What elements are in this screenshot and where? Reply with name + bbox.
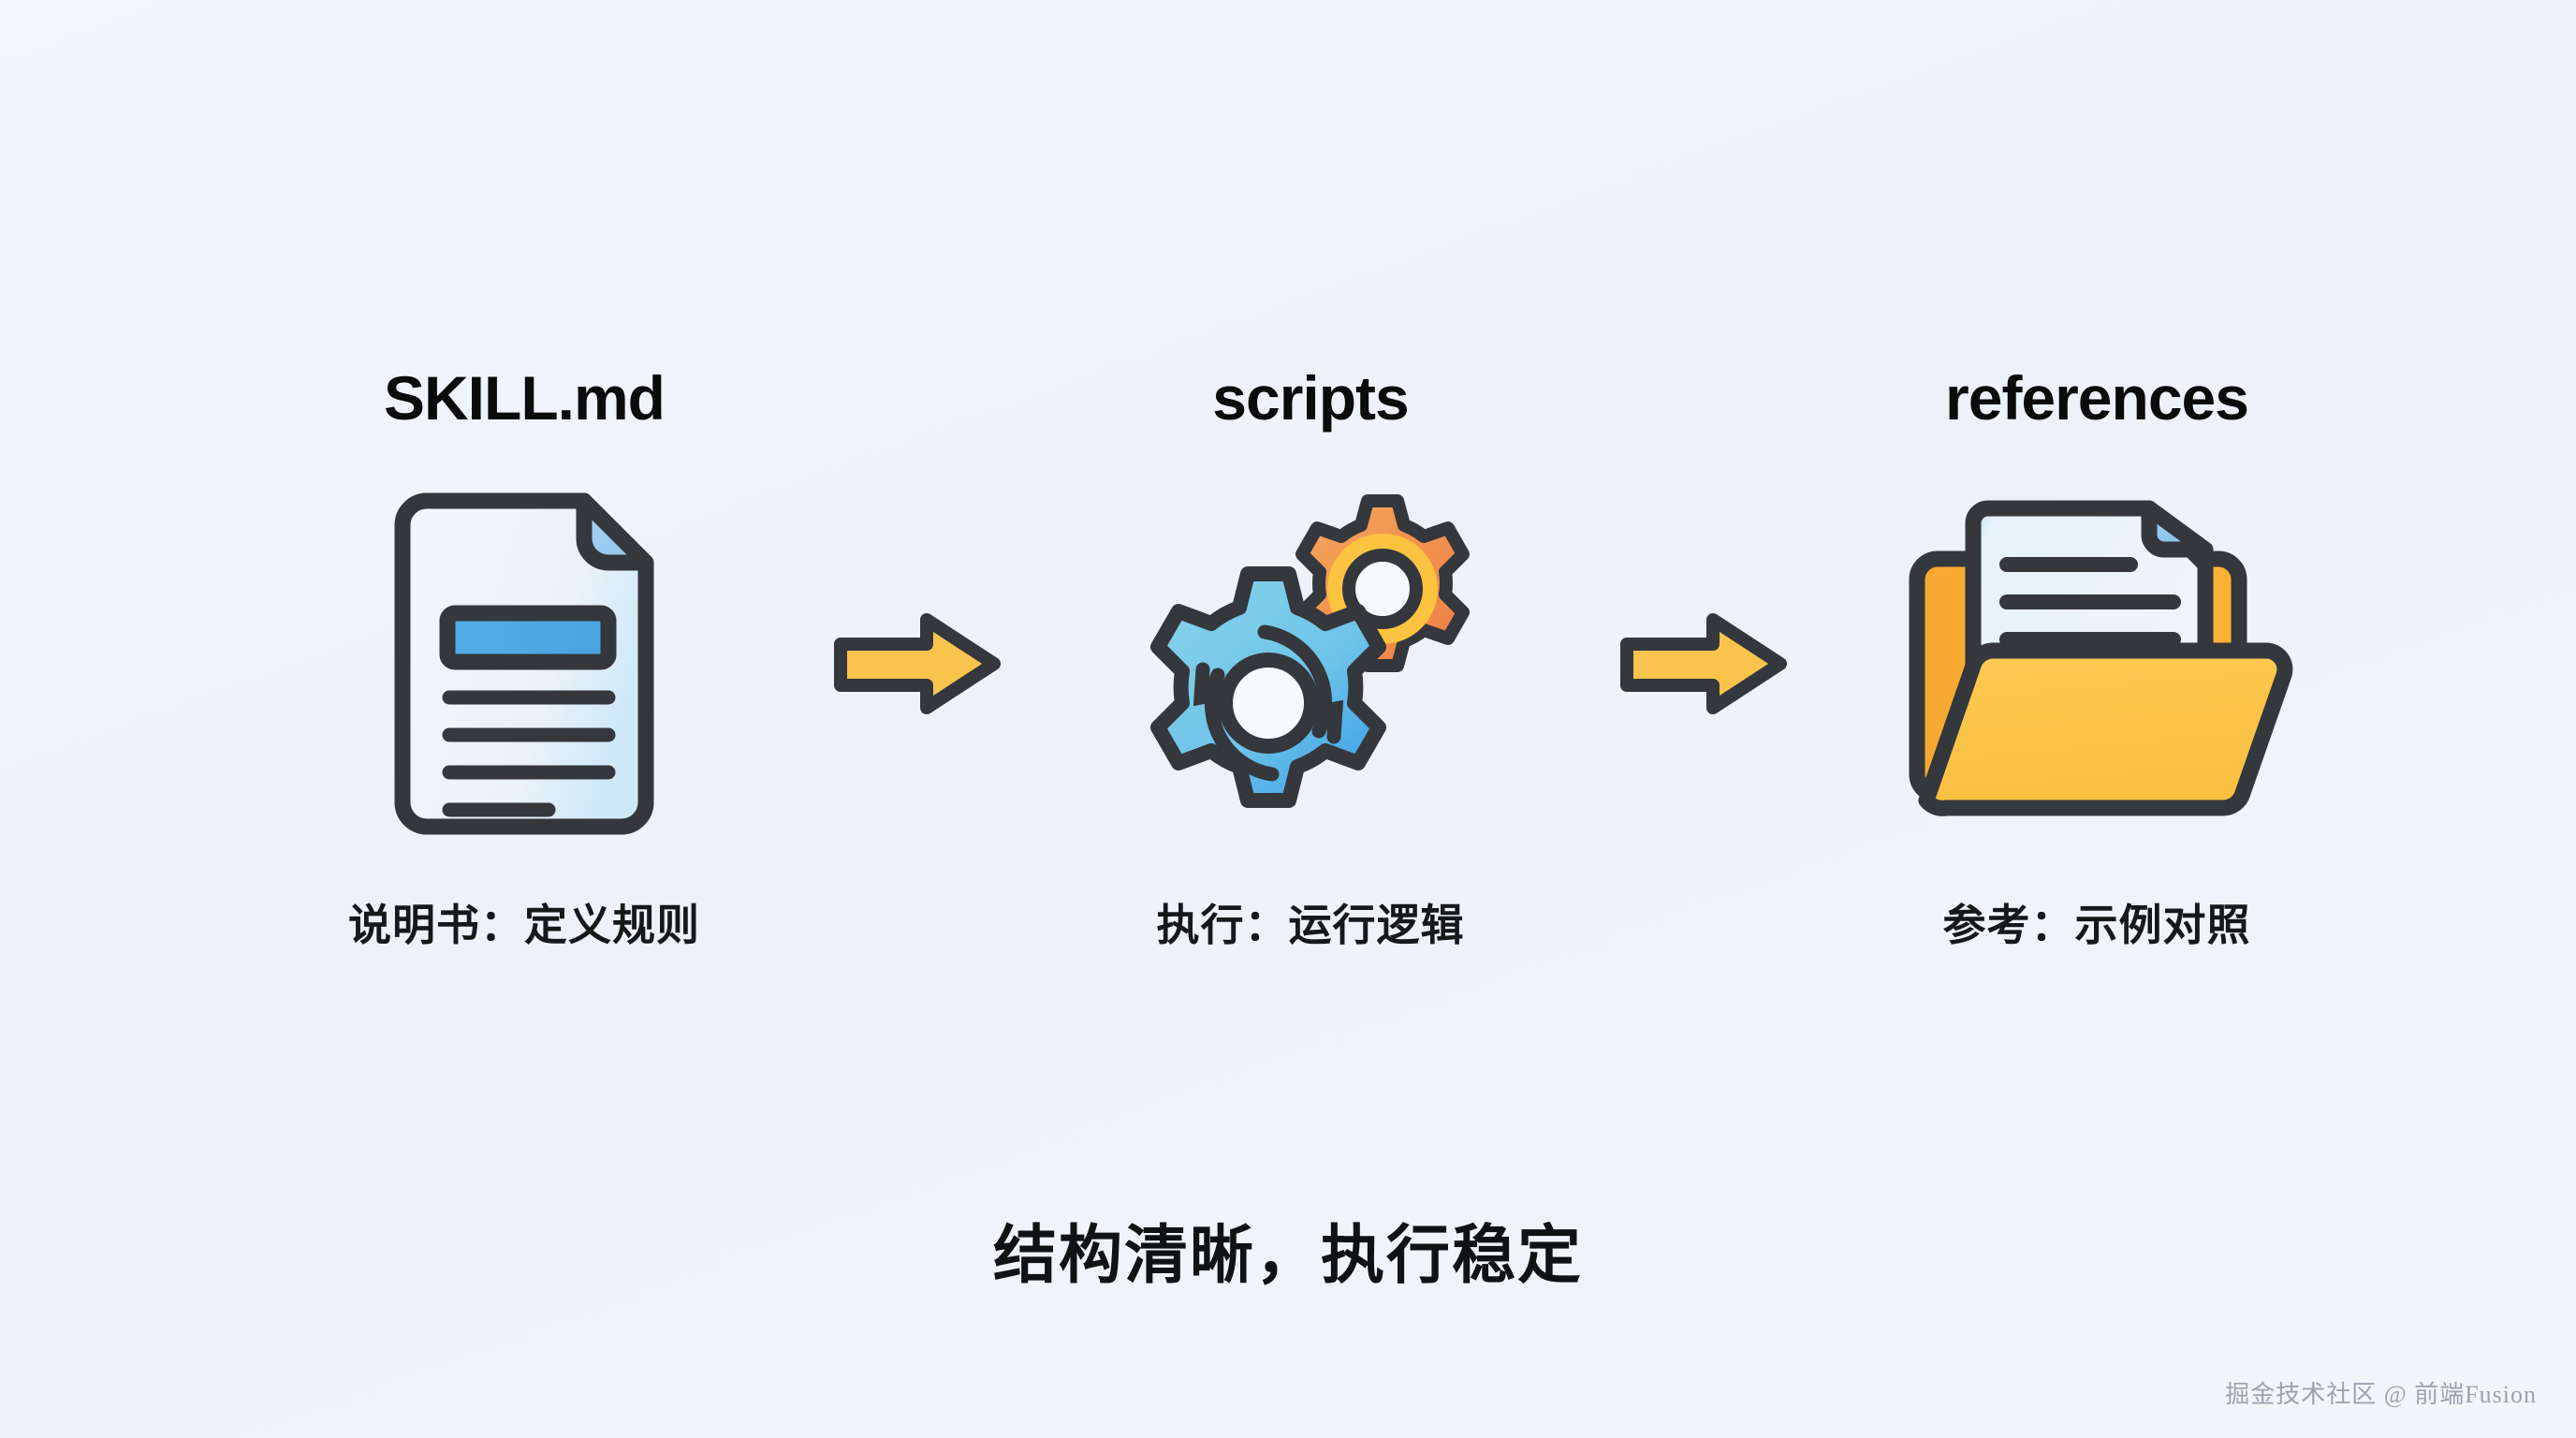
arrow-right-icon bbox=[834, 613, 1001, 714]
gear-large-blue bbox=[1150, 566, 1386, 808]
document-text-lines bbox=[442, 690, 616, 817]
step-caption-scripts: 执行：运行逻辑 bbox=[1156, 901, 1465, 949]
step-title-scripts: scripts bbox=[1212, 363, 1409, 433]
step-title-skill-md: SKILL.md bbox=[384, 363, 666, 433]
step-caption-references: 参考：示例对照 bbox=[1942, 901, 2251, 949]
gears-icon-container bbox=[1128, 462, 1493, 865]
arrow-right-icon bbox=[1620, 613, 1787, 714]
document-icon-container bbox=[374, 462, 674, 865]
gear-small-orange bbox=[1295, 494, 1470, 672]
flow-row: SKILL.md bbox=[281, 356, 2340, 1105]
flow-step-skill-md[interactable]: SKILL.md bbox=[281, 356, 768, 953]
step-title-references: references bbox=[1945, 363, 2249, 433]
document-icon bbox=[394, 492, 654, 835]
folder-icon-container bbox=[1900, 462, 2293, 865]
tagline: 结构清晰，执行稳定 bbox=[992, 1220, 1583, 1291]
step-caption-skill-md: 说明书：定义规则 bbox=[348, 901, 700, 949]
flow-step-references[interactable]: references bbox=[1853, 356, 2340, 953]
watermark: 掘金技术社区 @ 前端Fusion bbox=[2225, 1381, 2537, 1408]
document-title-block bbox=[439, 605, 617, 670]
folder-sheet-lines bbox=[1999, 557, 2181, 647]
connector-slot-1 bbox=[805, 462, 1030, 865]
connector-slot-2 bbox=[1591, 462, 1816, 865]
flow-step-scripts[interactable]: scripts bbox=[1067, 356, 1554, 953]
folder-front-flap bbox=[1918, 642, 2293, 816]
folder-document-icon bbox=[1909, 500, 2293, 816]
gears-icon bbox=[1150, 494, 1470, 808]
